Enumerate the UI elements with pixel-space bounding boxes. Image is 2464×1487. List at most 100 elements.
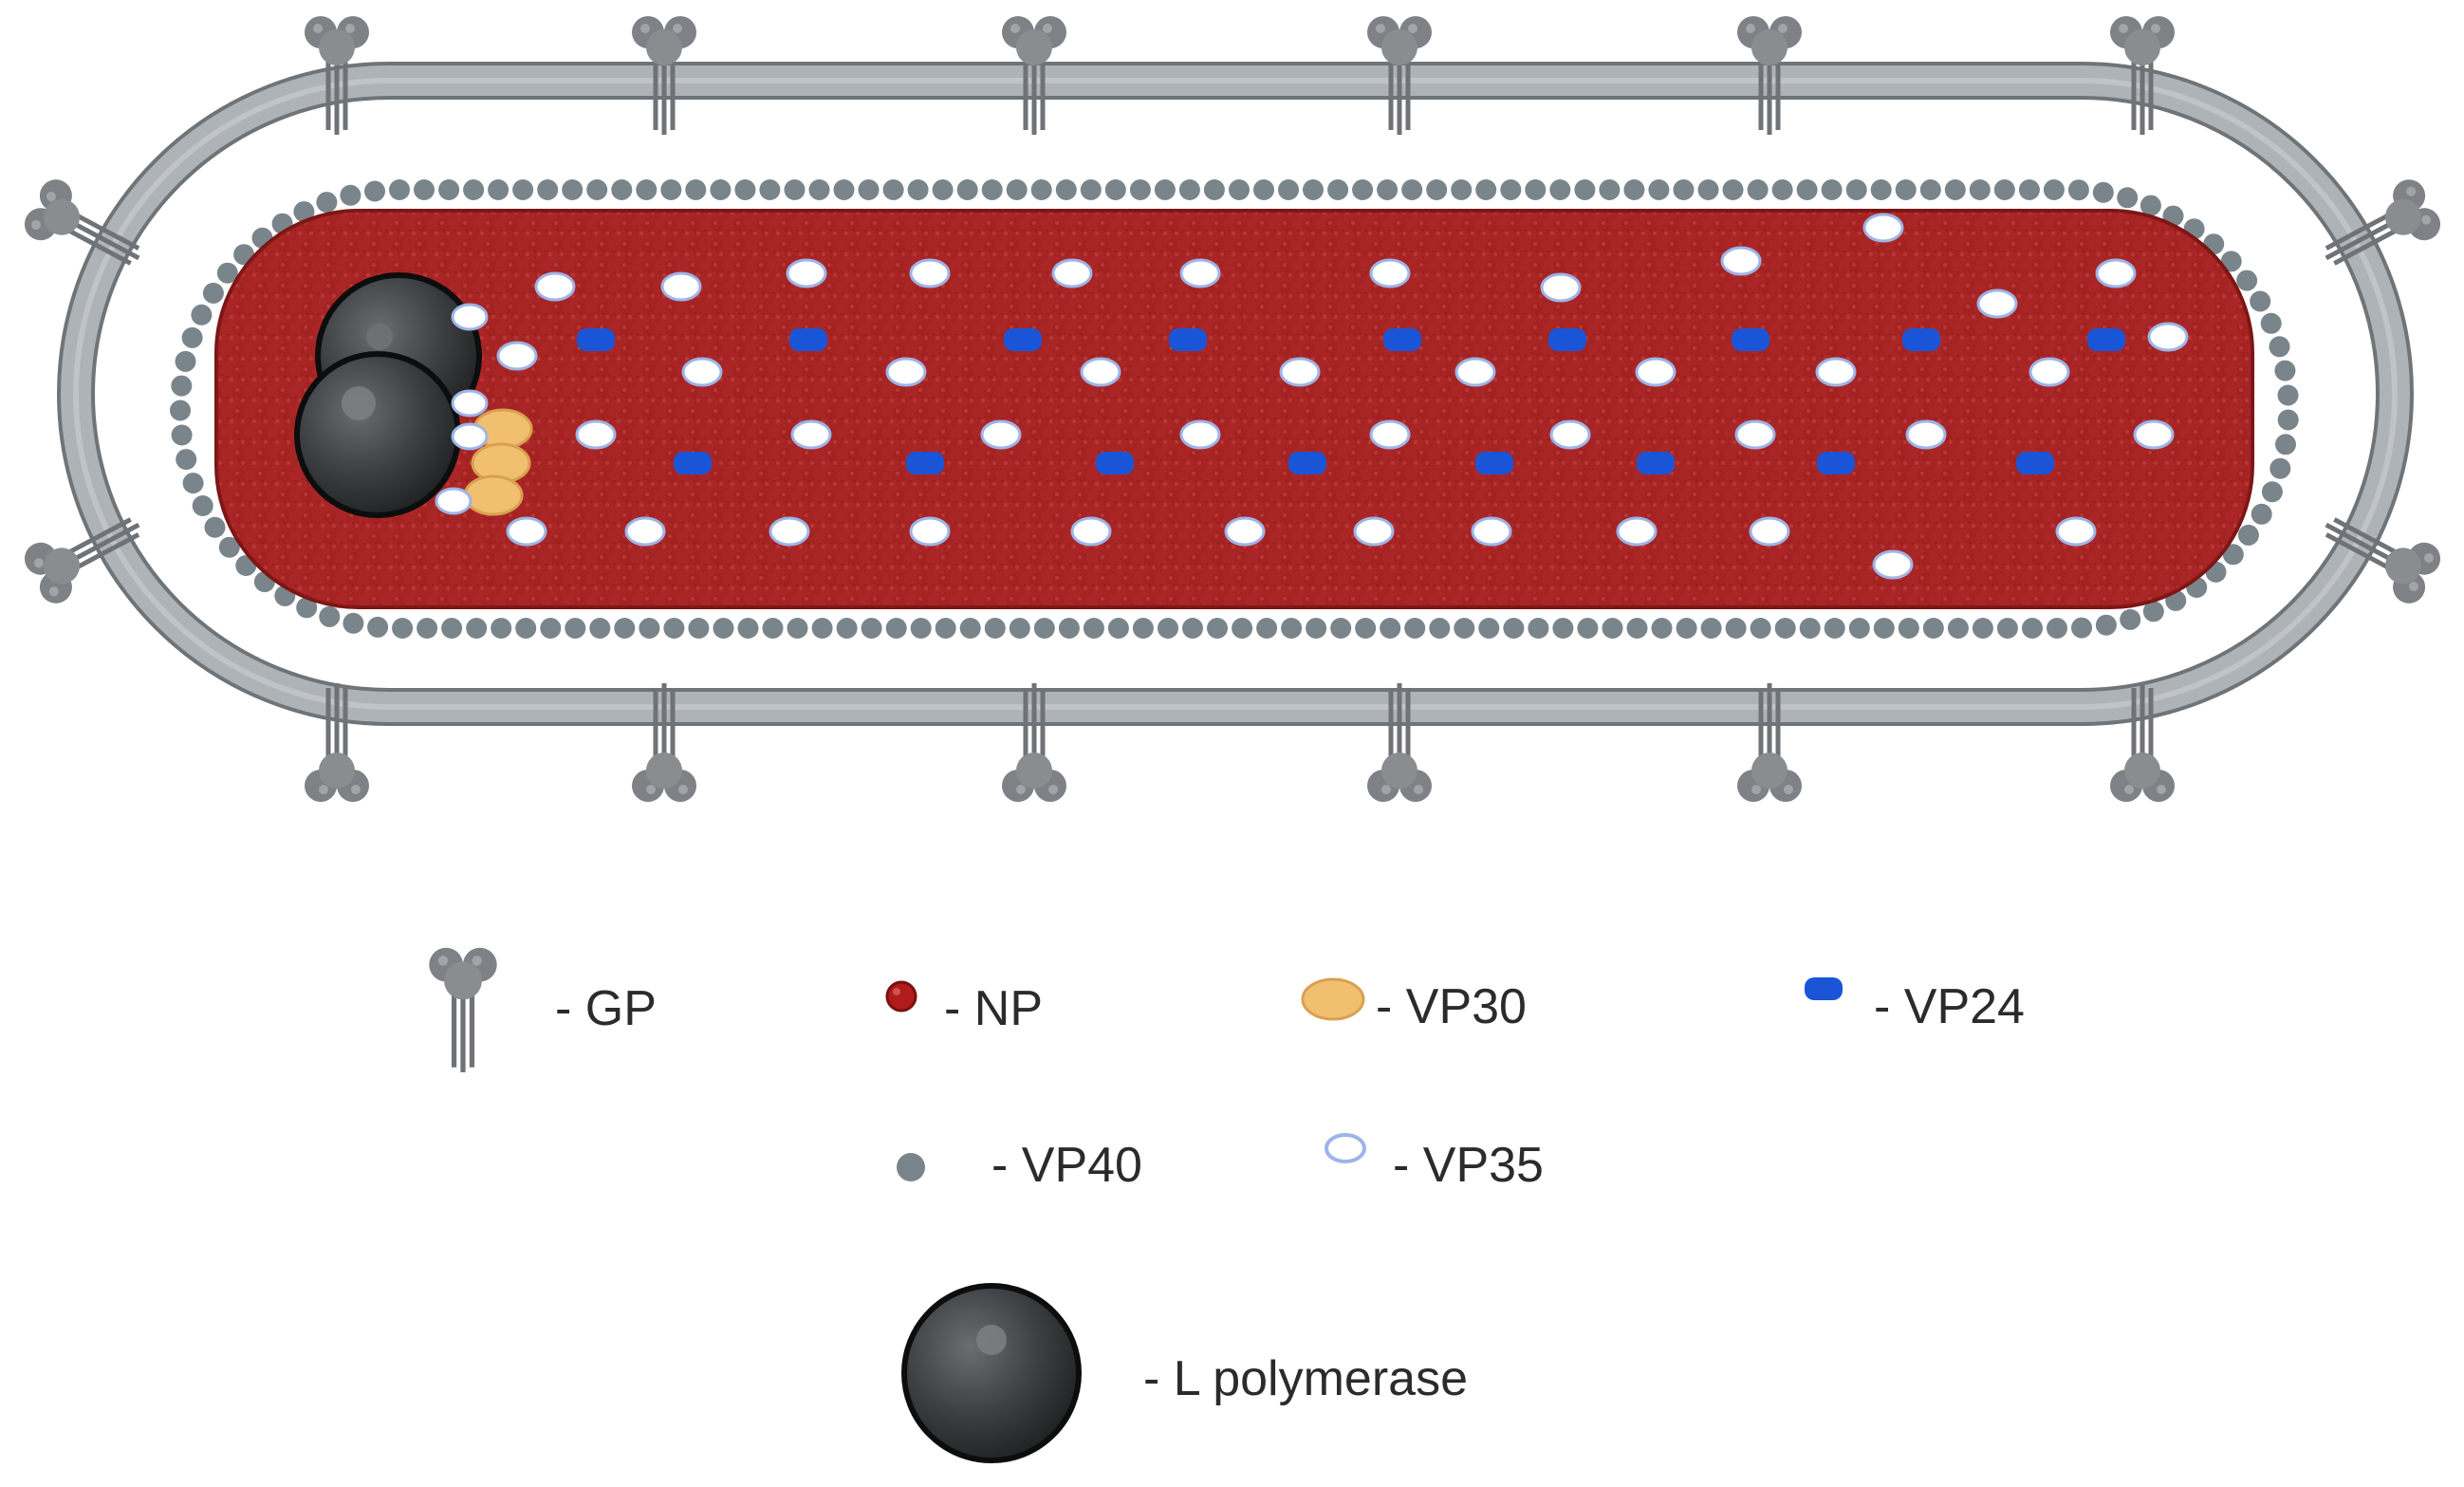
vp40-icon [2260, 312, 2282, 334]
vp24-icon [577, 328, 615, 351]
gp-icon [429, 948, 496, 1072]
vp40-icon [1651, 618, 1673, 639]
vp40-icon [316, 192, 338, 214]
vp35-icon [1720, 246, 1762, 276]
vp35-icon [2029, 357, 2070, 387]
vp40-icon [175, 350, 196, 372]
vp35-proteins [496, 213, 2189, 580]
vp40-icon [1845, 179, 1867, 200]
l-polymerase-icon [294, 351, 461, 518]
vp40-icon [1306, 618, 1327, 639]
vp30-cluster [463, 408, 533, 516]
vp40-icon [586, 179, 608, 200]
vp40-icon [1626, 618, 1648, 639]
vp40-icon [710, 179, 732, 200]
vp40-icon [1574, 179, 1596, 200]
vp40-icon [1870, 179, 1892, 200]
vp40-icon [959, 618, 981, 639]
vp35-icon [909, 516, 951, 547]
vp40-icon [1107, 618, 1129, 639]
vp40-icon [1697, 179, 1719, 200]
legend-item-vp24: - VP24 [1805, 977, 2025, 1034]
vp35-icon [506, 516, 547, 547]
vp35-icon [1976, 288, 2018, 319]
vp24-icon [2087, 328, 2125, 351]
vp40-icon [636, 179, 658, 200]
vp40-icon [488, 179, 509, 200]
vp35-icon [1872, 549, 1914, 580]
vp35-icon [451, 389, 489, 418]
vp40-icon [885, 618, 907, 639]
vp40-icon [1799, 618, 1821, 639]
vp40-icon [2236, 270, 2258, 291]
vp24-icon [906, 452, 944, 474]
vp40-icon [2269, 457, 2291, 479]
vp40-icon [1132, 618, 1154, 639]
vp35-icon [1179, 258, 1221, 288]
legend-item-gp: - GP [429, 948, 657, 1072]
vp40-icon [562, 179, 584, 200]
vp35-icon [909, 258, 951, 288]
vp40-icon [191, 304, 213, 325]
vp35-icon [681, 357, 723, 387]
vp35-icon [1862, 213, 1904, 243]
vp40-icon [1104, 179, 1126, 200]
vp40-icon [565, 618, 586, 639]
vp35-icon [1369, 419, 1411, 450]
vp40-icon [2222, 544, 2244, 566]
vp40-icon [981, 179, 1003, 200]
vp40-icon [441, 618, 463, 639]
vp35-icon [451, 303, 489, 331]
vp40-icon [1599, 179, 1621, 200]
vp40-icon [1673, 179, 1695, 200]
vp40-icon [1352, 179, 1374, 200]
vp40-icon [688, 618, 710, 639]
vp40-icon [2269, 336, 2290, 358]
vp40-icon [1178, 179, 1200, 200]
vp35-icon [1749, 516, 1790, 547]
vp40-icon [1080, 179, 1102, 200]
vp40-icon [1203, 179, 1225, 200]
vp24-icon [1169, 328, 1207, 351]
vp40-icon [1623, 179, 1645, 200]
vp40-icon [364, 180, 385, 202]
vp24-icon [1475, 452, 1513, 474]
vp40-icon [660, 179, 682, 200]
vp40-icon [466, 618, 488, 639]
polymerase-complex [294, 272, 533, 518]
vp40-icon [787, 618, 808, 639]
vp40-icon [1922, 618, 1944, 639]
vp40-icon [858, 179, 880, 200]
vp40-icon [1500, 179, 1522, 200]
vp40-icon [1549, 179, 1571, 200]
vp30-icon [1301, 977, 1365, 1021]
vp40-icon [367, 616, 389, 638]
vp24-icon [1096, 452, 1134, 474]
vp35-icon [660, 271, 702, 302]
vp40-icon [1947, 618, 1969, 639]
vp40-icon [956, 179, 978, 200]
vp40-icon [1006, 179, 1028, 200]
vp40-icon [932, 179, 954, 200]
vp35-icon [790, 419, 832, 450]
vp40-icon [293, 201, 315, 223]
vp40-icon [1895, 179, 1917, 200]
vp40-icon [685, 179, 707, 200]
legend-label-l-polymerase: - L polymerase [1143, 1351, 1468, 1406]
vp35-icon [534, 271, 576, 302]
vp24-icon [1004, 328, 1042, 351]
vp40-icon [762, 618, 784, 639]
vp35-icon [1353, 516, 1395, 547]
vp35-icon [1080, 357, 1121, 387]
vp35-icon [575, 419, 617, 450]
vp35-icon [1471, 516, 1512, 547]
vp40-icon [1944, 179, 1966, 200]
vp40-icon [2250, 290, 2271, 312]
vp35-icon [624, 516, 666, 547]
vp40-icon [614, 618, 636, 639]
nucleocapsid [214, 209, 2254, 609]
vp40-icon [1602, 618, 1623, 639]
vp40-icon [2071, 617, 2092, 639]
vp24-icon [1637, 452, 1675, 474]
vp40-icon [1129, 179, 1151, 200]
